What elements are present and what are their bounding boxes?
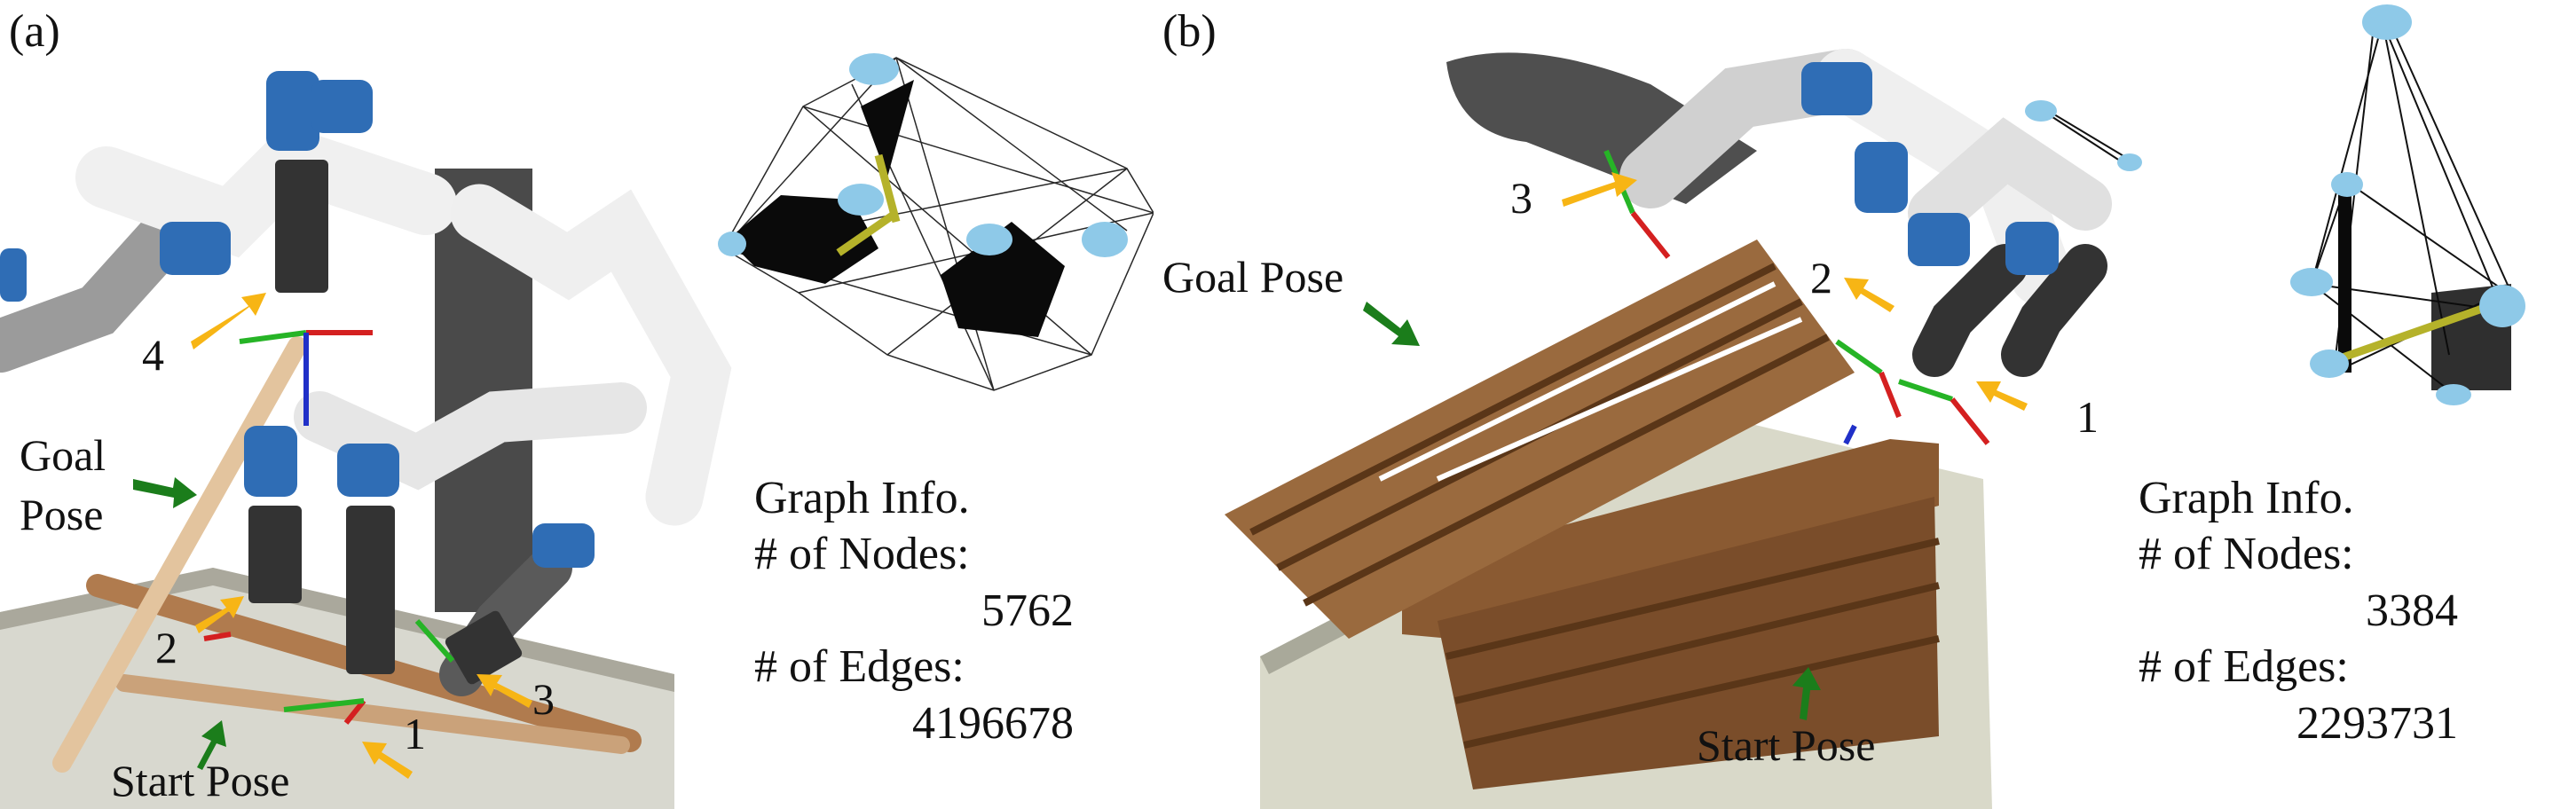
pose-arrows-b xyxy=(1363,302,1821,720)
graph-edges-label: # of Edges: xyxy=(754,641,965,693)
goal-pallet xyxy=(1225,240,1855,639)
waypoint-label-4: 4 xyxy=(142,330,164,380)
panel-a-label: (a) xyxy=(9,6,60,57)
waypoint-label-2-b: 2 xyxy=(1810,253,1832,302)
panel-a: (a) 4 2 3 1 Goal Pose Start Pose Graph I… xyxy=(0,0,1154,809)
graph-info-b: Graph Info. # of Nodes: 3384 # of Edges:… xyxy=(2139,470,2458,751)
goal-rod xyxy=(52,336,307,773)
waypoint-label-2: 2 xyxy=(155,623,177,672)
start-pose-arrow xyxy=(197,720,226,770)
start-pose-label: Start Pose xyxy=(111,756,290,805)
graph-nodes-value-b: 3384 xyxy=(2366,585,2458,636)
graph-nodes-value: 5762 xyxy=(981,585,1074,636)
waypoint-arrow-4 xyxy=(191,293,266,350)
waypoint-arrow-1-b xyxy=(1976,381,2028,411)
waypoint-arrow-1 xyxy=(362,742,413,779)
goal-pose-arrow-b xyxy=(1363,302,1420,346)
waypoint-arrow-2-b xyxy=(1844,278,1895,312)
waypoint-arrow-3 xyxy=(477,674,532,708)
panel-a-scene xyxy=(0,53,1154,809)
goal-pose-label-line2: Pose xyxy=(20,490,104,539)
graph-info-title-b: Graph Info. xyxy=(2139,473,2354,523)
start-pose-label-b: Start Pose xyxy=(1697,720,1876,770)
graph-a xyxy=(718,53,1154,391)
waypoint-label-3: 3 xyxy=(532,674,555,724)
waypoint-arrows-b xyxy=(1562,172,2028,411)
waypoint-label-3-b: 3 xyxy=(1510,173,1532,223)
waypoint-arrow-2 xyxy=(195,596,244,633)
waypoint-label-1: 1 xyxy=(404,709,426,758)
goal-pose-arrow xyxy=(133,477,197,508)
panel-b: (b) 3 2 1 Goal Pose Start Pose Graph Inf… xyxy=(1154,0,2576,809)
panel-b-scene xyxy=(1225,4,2525,809)
goal-pose-label-b: Goal Pose xyxy=(1162,252,1344,302)
waypoint-arrows xyxy=(191,293,532,779)
graph-edges-label-b: # of Edges: xyxy=(2139,641,2349,693)
robot-blue-joints xyxy=(0,71,595,568)
graph-nodes-label-b: # of Nodes: xyxy=(2139,529,2354,580)
coordinate-frames xyxy=(203,330,455,725)
panel-b-label: (b) xyxy=(1162,6,1217,57)
waypoint-arrow-3-b xyxy=(1562,172,1637,207)
table-surface xyxy=(0,568,674,809)
start-pallet xyxy=(1402,439,1940,789)
goal-pose-label-line1: Goal xyxy=(20,430,106,480)
graph-b xyxy=(2025,4,2525,405)
start-rod-2 xyxy=(115,674,630,754)
start-pose-arrow-b xyxy=(1792,667,1821,720)
graph-edges-value-b: 2293731 xyxy=(2296,697,2458,749)
robot-blue-joints-b xyxy=(1801,62,2059,275)
graph-info-title: Graph Info. xyxy=(754,473,970,523)
robot-grippers xyxy=(248,160,523,685)
graph-info-a: Graph Info. # of Nodes: 5762 # of Edges:… xyxy=(754,470,1074,751)
pose-arrows xyxy=(133,477,226,770)
waypoint-label-1-b: 1 xyxy=(2076,392,2099,442)
graph-edges-value: 4196678 xyxy=(912,697,1074,749)
graph-nodes-label: # of Nodes: xyxy=(754,529,970,580)
